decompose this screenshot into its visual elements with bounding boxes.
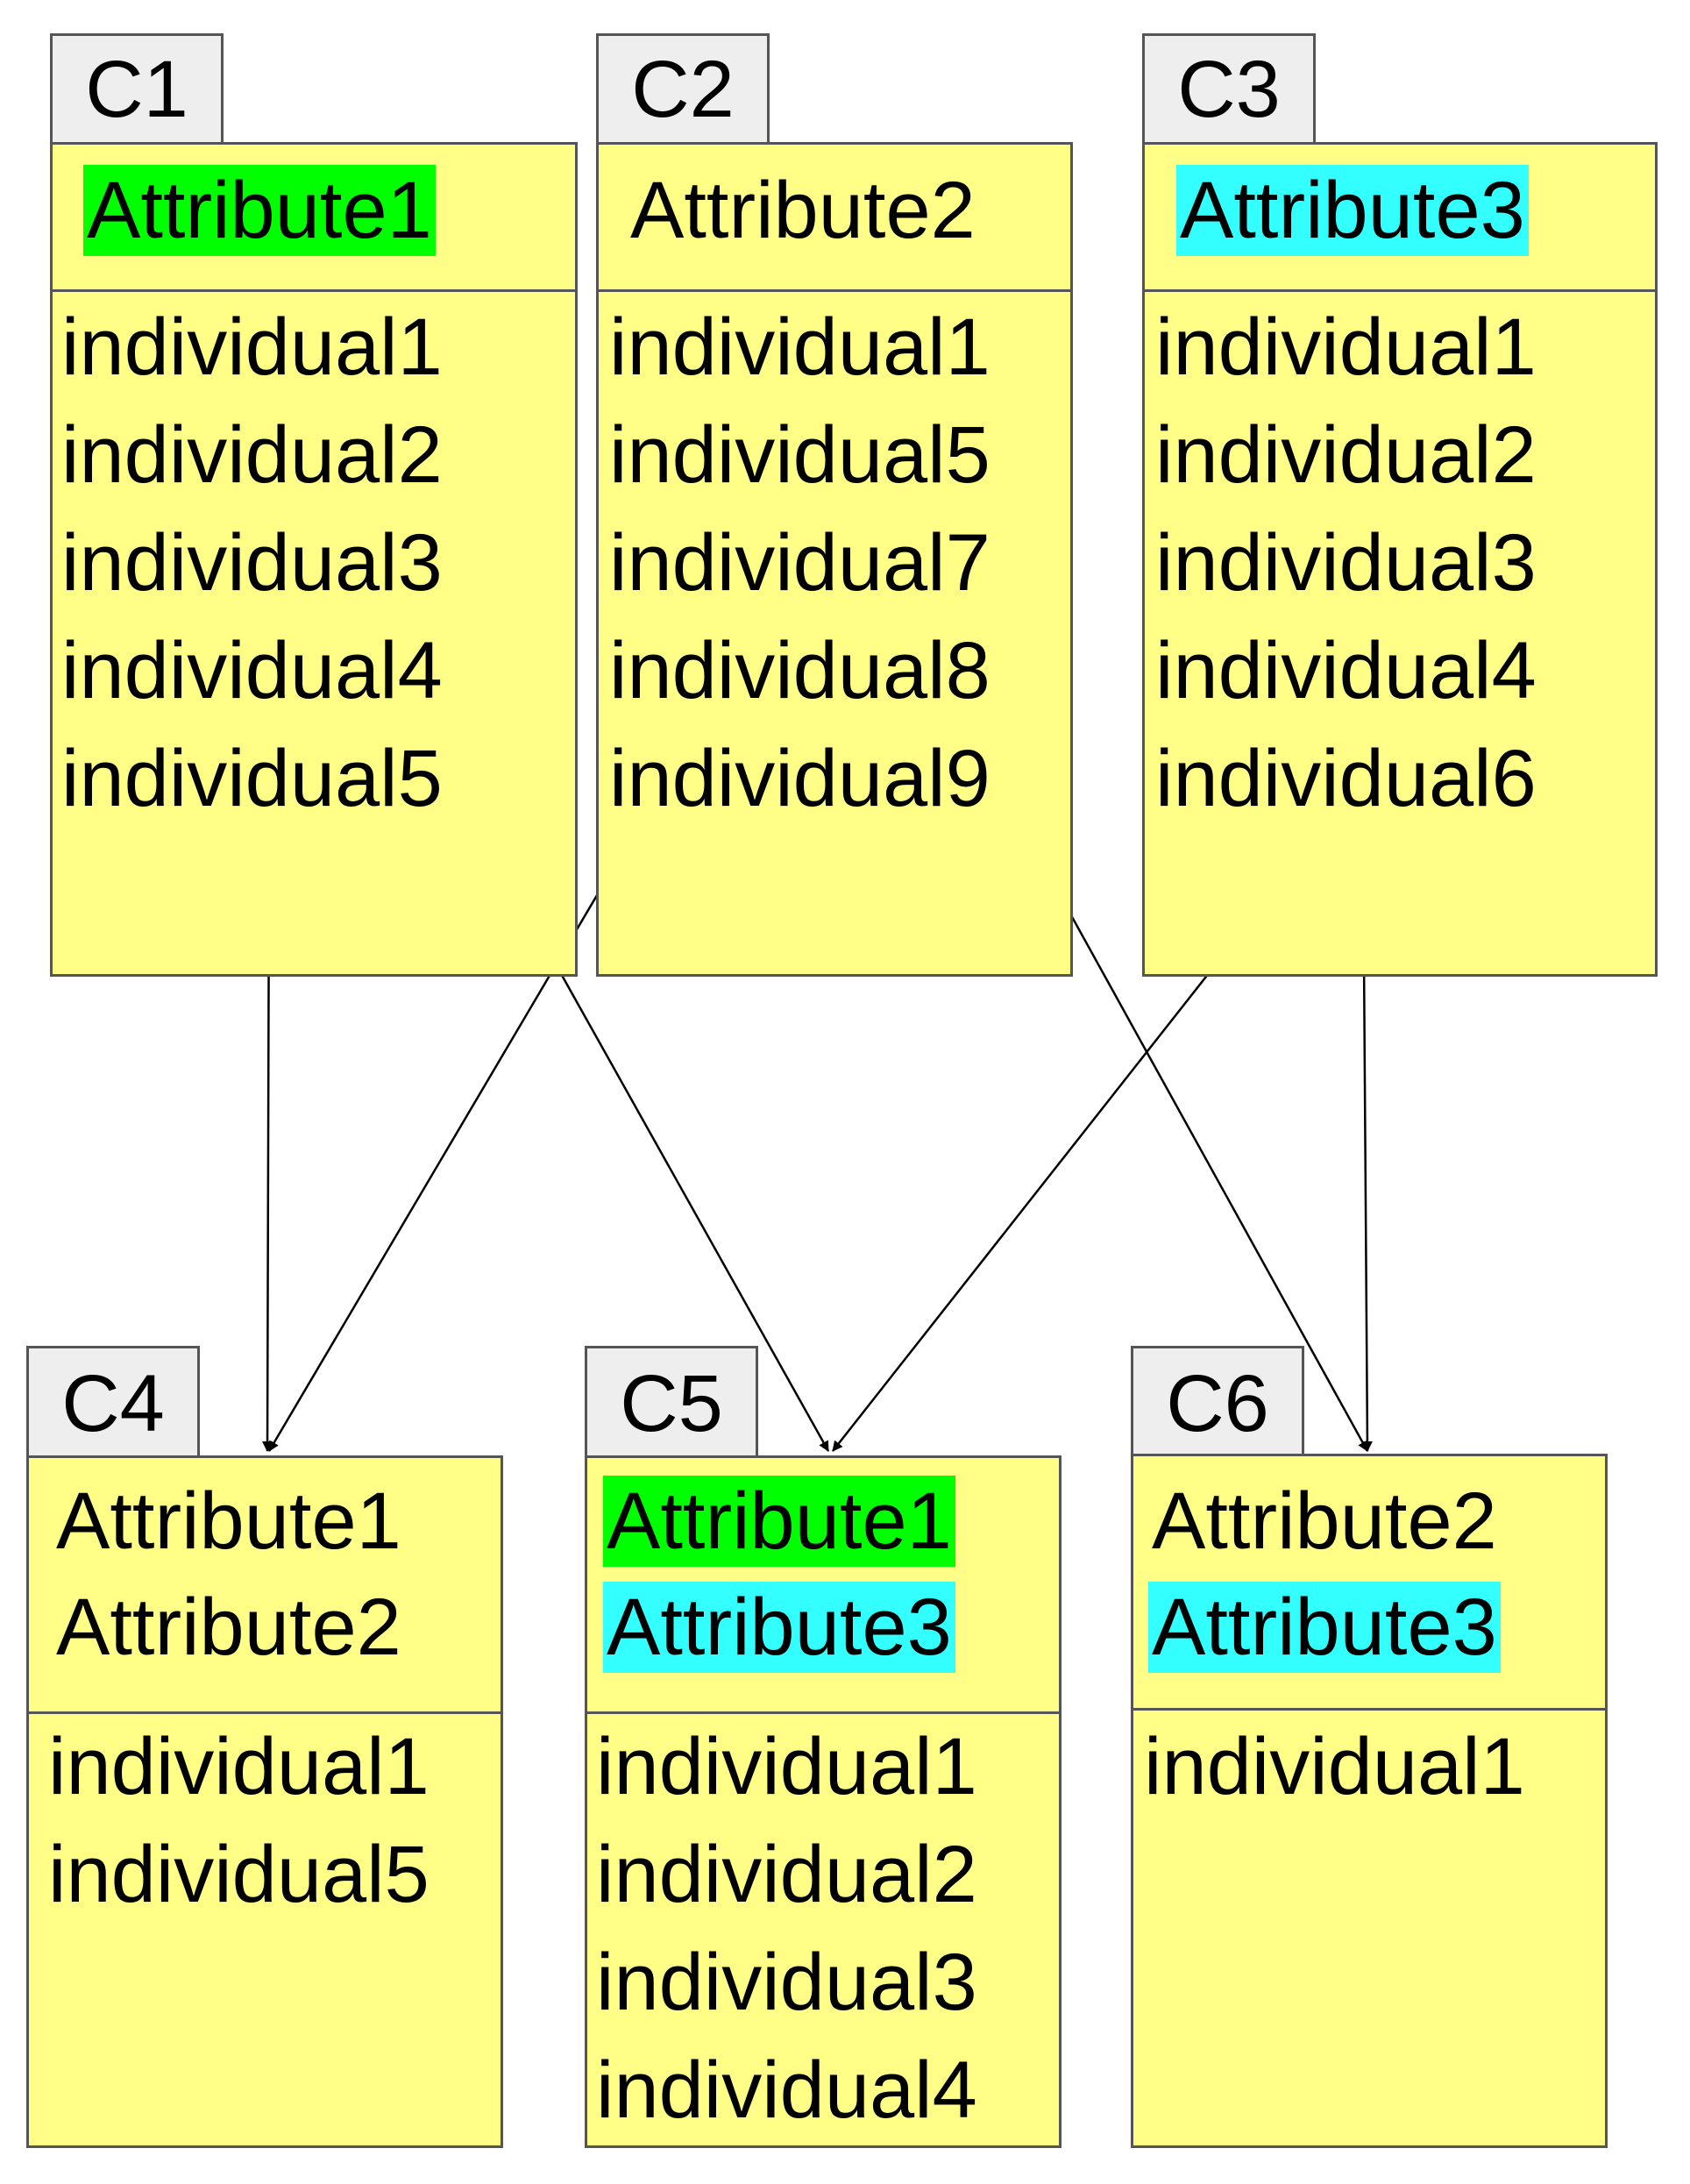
class-tab-c4: C4 (26, 1346, 200, 1458)
class-box-c1 (50, 142, 578, 977)
individual-item: individual1 (596, 1722, 977, 1811)
individual-item: individual5 (61, 734, 443, 823)
attribute-label: Attribute3 (1148, 1582, 1501, 1673)
class-box-c4 (26, 1455, 503, 2148)
class-tab-c1: C1 (50, 33, 224, 143)
attribute-label: Attribute1 (83, 165, 436, 256)
class-box-c2 (596, 142, 1073, 977)
individual-item: individual3 (1155, 518, 1537, 608)
attribute-label: Attribute2 (1152, 1476, 1497, 1566)
individual-item: individual1 (1155, 302, 1537, 392)
attribute-section (1133, 1456, 1605, 1711)
individual-item: individual2 (596, 1830, 977, 1919)
attribute-label: Attribute2 (630, 166, 976, 255)
individual-item: individual5 (48, 1830, 430, 1919)
individual-item: individual1 (48, 1722, 430, 1811)
attribute-section (1145, 145, 1655, 292)
individual-item: individual1 (1144, 1722, 1525, 1811)
individual-item: individual8 (609, 626, 991, 715)
attribute-section (599, 145, 1070, 292)
edge-c2-to-c6 (1024, 832, 1369, 1452)
individual-item: individual2 (1155, 410, 1537, 500)
individual-item: individual7 (609, 518, 991, 608)
attribute-label: Attribute1 (56, 1476, 401, 1566)
attribute-label: Attribute3 (603, 1582, 955, 1673)
individual-item: individual1 (61, 302, 443, 392)
attribute-label: Attribute1 (603, 1476, 955, 1567)
class-tab-c5: C5 (585, 1346, 758, 1458)
attribute-section (29, 1458, 501, 1714)
class-tab-c2: C2 (596, 33, 770, 143)
individual-item: individual4 (61, 626, 443, 715)
individual-item: individual3 (61, 518, 443, 608)
individual-item: individual9 (609, 734, 991, 823)
individual-item: individual4 (1155, 626, 1537, 715)
class-box-c5 (585, 1455, 1062, 2148)
individual-item: individual6 (1155, 734, 1537, 823)
class-tab-c3: C3 (1142, 33, 1316, 143)
individual-item: individual3 (596, 1938, 977, 2027)
individual-item: individual4 (596, 2045, 977, 2135)
attribute-section (53, 145, 575, 292)
individual-item: individual1 (609, 302, 991, 392)
attribute-label: Attribute3 (1176, 165, 1529, 256)
class-box-c3 (1142, 142, 1658, 977)
attribute-label: Attribute2 (56, 1583, 401, 1672)
class-tab-c6: C6 (1131, 1346, 1304, 1458)
individual-item: individual2 (61, 410, 443, 500)
class-box-c6 (1131, 1454, 1608, 2148)
individual-item: individual5 (609, 410, 991, 500)
attribute-section (587, 1458, 1059, 1714)
